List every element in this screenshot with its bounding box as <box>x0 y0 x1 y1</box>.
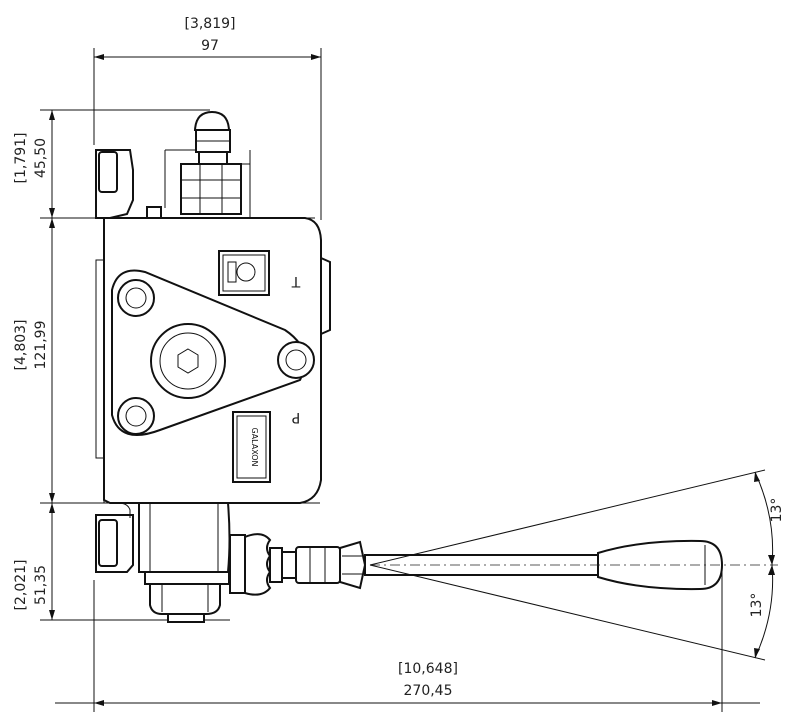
top-fitting <box>164 110 251 218</box>
lever-angle-dimension: 13° 13° <box>369 469 785 661</box>
mid-inch-label: [4,803] <box>13 319 29 370</box>
total-inch-label: [10,648] <box>398 661 458 677</box>
angle-up-label: 13° <box>769 498 785 523</box>
total-dimension: [10,648] 270,45 <box>55 570 760 712</box>
port-t-marking: T <box>218 250 301 296</box>
nameplate-text: GALAXON <box>250 427 259 466</box>
low-inch-label: [2,021] <box>13 559 29 610</box>
lower-actuator <box>138 502 231 623</box>
top-inch-label: [1,791] <box>13 132 29 183</box>
total-mm-label: 270,45 <box>404 683 453 699</box>
port-t-label: T <box>291 273 301 289</box>
top-mm-label: 45,50 <box>33 138 49 178</box>
low-mm-label: 51,35 <box>33 565 49 605</box>
angle-down-label: 13° <box>749 593 765 618</box>
lever-assembly <box>229 533 724 596</box>
mid-mm-label: 121,99 <box>33 321 49 370</box>
port-p-label: P <box>292 409 300 425</box>
port-p-marking: P GALAXON <box>232 409 300 483</box>
width-mm-label: 97 <box>201 38 219 54</box>
width-inch-label: [3,819] <box>184 16 235 32</box>
width-dimension: [3,819] 97 <box>93 16 322 220</box>
